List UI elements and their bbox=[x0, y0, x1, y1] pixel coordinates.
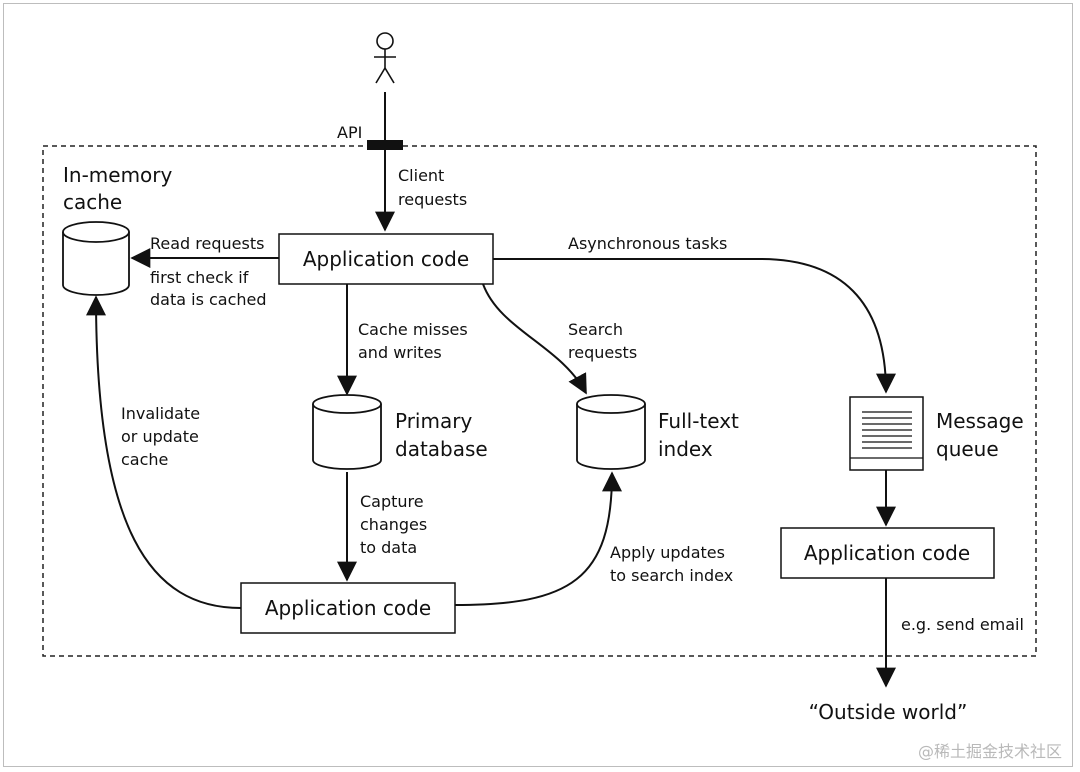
message-queue-label-1: Message bbox=[936, 409, 1024, 433]
search-requests-label-2: requests bbox=[568, 343, 637, 362]
async-tasks-label: Asynchronous tasks bbox=[568, 234, 727, 253]
message-queue-icon bbox=[849, 396, 924, 471]
read-requests-label: Read requests bbox=[150, 234, 264, 253]
primary-database-label-2: database bbox=[395, 437, 488, 461]
first-check-label-2: data is cached bbox=[150, 290, 267, 309]
full-text-index-label-2: index bbox=[658, 437, 713, 461]
full-text-index-icon bbox=[576, 394, 646, 470]
invalidate-cache-arrow bbox=[86, 295, 242, 609]
async-tasks-arrow bbox=[493, 258, 896, 394]
first-check-label-1: first check if bbox=[150, 268, 249, 287]
system-boundary bbox=[42, 145, 1037, 657]
api-label: API bbox=[337, 123, 362, 142]
search-requests-arrow bbox=[482, 283, 587, 395]
in-memory-cache-icon bbox=[62, 221, 130, 296]
outside-world-label: “Outside world” bbox=[809, 700, 968, 724]
application-code-box-queue bbox=[780, 527, 995, 579]
search-requests-label-1: Search bbox=[568, 320, 623, 339]
primary-database-label-1: Primary bbox=[395, 409, 472, 433]
primary-database-icon bbox=[312, 394, 382, 470]
invalidate-label-1: Invalidate bbox=[121, 404, 200, 423]
application-code-box-main bbox=[278, 233, 494, 285]
capture-changes-label-2: changes bbox=[360, 515, 427, 534]
apply-updates-label-1: Apply updates bbox=[610, 543, 725, 562]
capture-changes-label-1: Capture bbox=[360, 492, 424, 511]
message-queue-label-2: queue bbox=[936, 437, 999, 461]
client-requests-label-1: Client bbox=[398, 166, 444, 185]
full-text-index-label-1: Full-text bbox=[658, 409, 739, 433]
cache-misses-label-2: and writes bbox=[358, 343, 442, 362]
user-icon bbox=[374, 32, 396, 84]
in-memory-cache-label-2: cache bbox=[63, 190, 122, 214]
in-memory-cache-label-1: In-memory bbox=[63, 163, 173, 187]
application-code-bottom-label: Application code bbox=[265, 596, 431, 620]
apply-updates-label-2: to search index bbox=[610, 566, 733, 585]
application-code-box-bottom bbox=[240, 582, 456, 634]
send-email-label: e.g. send email bbox=[901, 615, 1024, 634]
client-requests-label-2: requests bbox=[398, 190, 467, 209]
application-code-queue-label: Application code bbox=[804, 541, 970, 565]
invalidate-label-3: cache bbox=[121, 450, 168, 469]
figure-frame bbox=[3, 3, 1073, 767]
api-endpoint-bar bbox=[367, 140, 403, 150]
invalidate-label-2: or update bbox=[121, 427, 199, 446]
watermark: @稀土掘金技术社区 bbox=[918, 742, 1062, 761]
capture-changes-label-3: to data bbox=[360, 538, 417, 557]
application-code-main-label: Application code bbox=[303, 247, 469, 271]
apply-updates-arrow bbox=[454, 471, 622, 606]
cache-misses-label-1: Cache misses bbox=[358, 320, 468, 339]
